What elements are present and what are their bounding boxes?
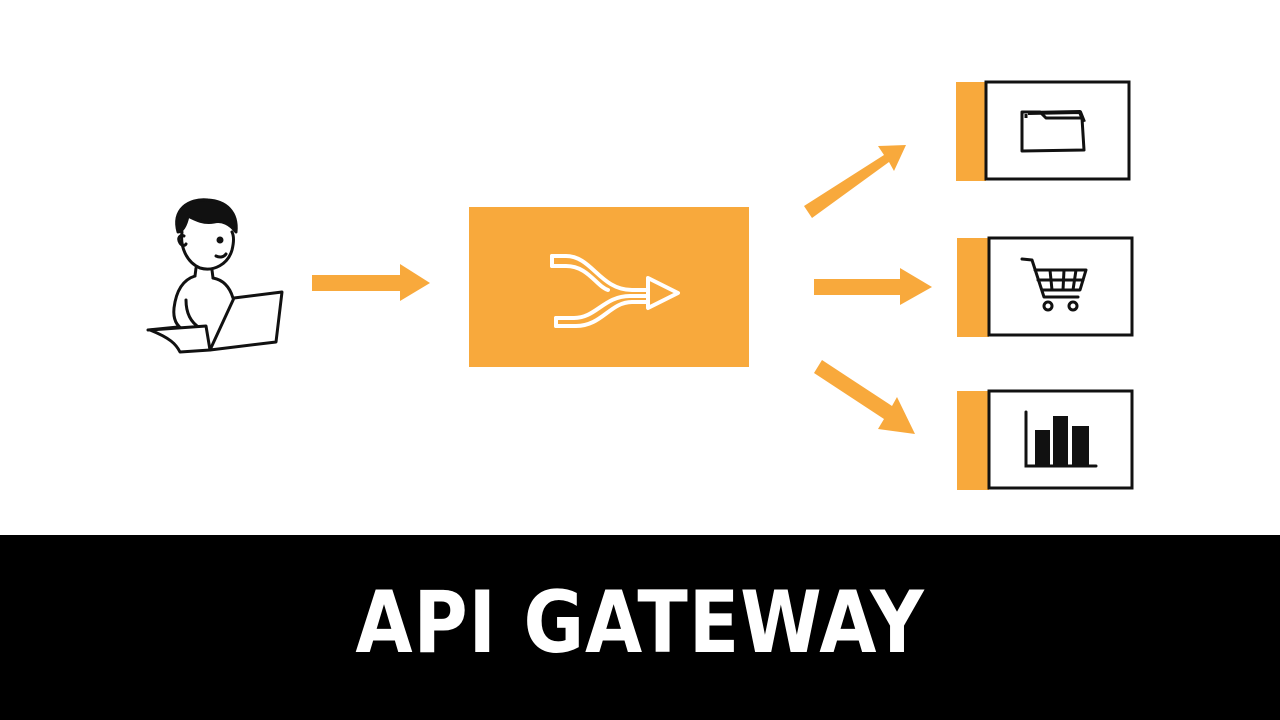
arrow-client-to-gateway: [312, 264, 430, 301]
diagram-title: API GATEWAY: [355, 572, 925, 673]
arrow-gateway-to-files: [804, 145, 906, 218]
merge-arrow-icon: [550, 254, 680, 328]
arrow-gateway-to-shop: [814, 268, 932, 305]
bar-chart-icon: [1024, 410, 1098, 468]
gateway-box: [469, 207, 749, 367]
api-gateway-diagram: [146, 80, 1134, 490]
service-shop-box: [957, 236, 1134, 337]
title-bar: API GATEWAY: [0, 535, 1280, 720]
arrow-gateway-to-analytics: [814, 360, 915, 434]
person-with-laptop-icon: [146, 198, 284, 354]
shopping-cart-icon: [1020, 257, 1088, 312]
service-analytics-box: [957, 389, 1134, 490]
service-files-box: [956, 80, 1131, 181]
folder-icon: [1020, 110, 1086, 153]
